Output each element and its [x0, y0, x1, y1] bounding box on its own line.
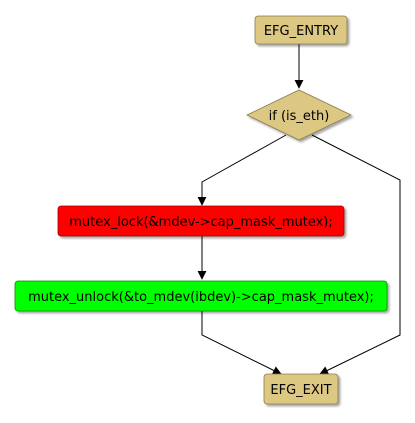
edge-cond-to-exit	[311, 134, 401, 375]
edge-cond-to-lock	[197, 134, 287, 206]
node-unlock-box	[14, 280, 388, 312]
node-exit-label: EFG_EXIT	[270, 383, 331, 398]
node-lock-label: mutex_lock(&mdev->cap_mask_mutex);	[69, 215, 332, 230]
node-lock: mutex_lock(&mdev->cap_mask_mutex);	[57, 205, 345, 237]
node-cond-diamond	[246, 89, 352, 141]
node-unlock: mutex_unlock(&to_mdev(ibdev)->cap_mask_m…	[14, 280, 388, 312]
node-entry-label: EFG_ENTRY	[264, 24, 338, 39]
node-cond: if (is_eth)	[246, 89, 352, 141]
node-exit: EFG_EXIT	[263, 373, 339, 405]
node-unlock-label: mutex_unlock(&to_mdev(ibdev)->cap_mask_m…	[28, 290, 374, 305]
node-entry: EFG_ENTRY	[254, 15, 348, 45]
node-cond-label: if (is_eth)	[269, 109, 330, 124]
node-lock-box	[57, 205, 345, 237]
edge-unlock-to-exit	[201, 311, 282, 375]
node-exit-box	[263, 373, 339, 405]
edges	[197, 44, 401, 375]
node-entry-box	[254, 15, 348, 45]
